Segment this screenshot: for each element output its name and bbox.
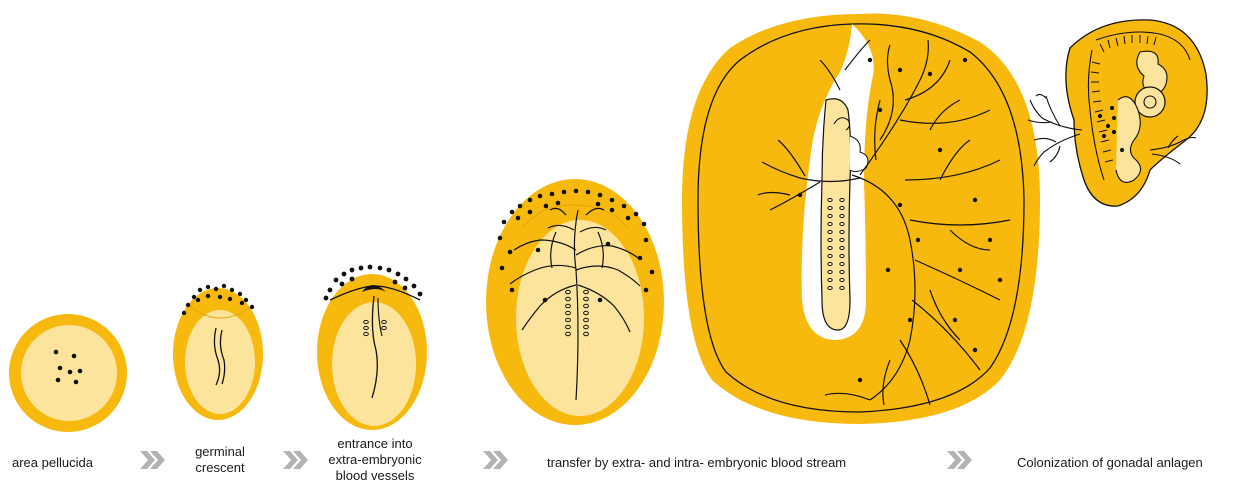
caption-line: entrance into xyxy=(315,436,435,452)
caption-transfer-blood-stream: transfer by extra- and intra- embryonic … xyxy=(547,455,846,471)
caption-text: Colonization of gonadal anlagen xyxy=(1017,455,1203,470)
caption-line: crescent xyxy=(180,460,260,476)
caption-colonization: Colonization of gonadal anlagen xyxy=(1017,455,1203,471)
double-chevron-right-icon xyxy=(283,451,308,469)
double-chevron-right-icon xyxy=(140,451,165,469)
stage-area-pellucida-illustration xyxy=(9,314,127,432)
double-chevron-right-icon xyxy=(947,451,972,469)
stage-germinal-crescent-illustration xyxy=(173,284,263,420)
caption-line: blood vessels xyxy=(315,468,435,484)
stage-entrance-blood-vessels-illustration xyxy=(317,265,427,430)
caption-text: transfer by extra- and intra- embryonic … xyxy=(547,455,846,470)
stage-transfer-late-illustration xyxy=(682,14,1040,424)
caption-entrance-blood-vessels: entrance into extra-embryonic blood vess… xyxy=(315,436,435,484)
caption-line: germinal xyxy=(180,444,260,460)
caption-text: area pellucida xyxy=(12,455,93,470)
caption-line: extra-embryonic xyxy=(315,452,435,468)
stage-colonization-gonadal-anlagen-illustration xyxy=(1028,20,1207,206)
caption-area-pellucida: area pellucida xyxy=(12,455,93,471)
stage-transfer-early-illustration xyxy=(486,179,664,425)
caption-germinal-crescent: germinal crescent xyxy=(180,444,260,476)
double-chevron-right-icon xyxy=(483,451,508,469)
